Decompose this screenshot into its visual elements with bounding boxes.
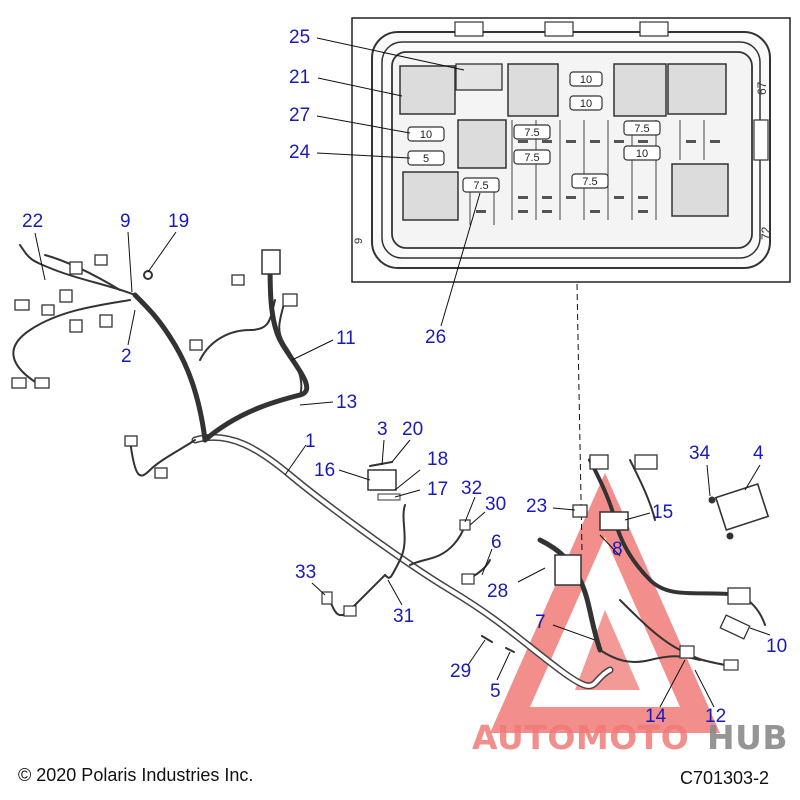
callout-24: 24 <box>289 142 311 163</box>
callout-27: 27 <box>289 105 311 126</box>
fuse-label: 7.5 <box>582 176 597 188</box>
diagram-code: C701303-2 <box>680 768 770 788</box>
fuse-label: 7.5 <box>473 180 488 192</box>
callout-30: 30 <box>485 494 507 515</box>
callout-12: 12 <box>705 706 727 727</box>
fuse-7-5-a <box>513 124 551 140</box>
callout-19: 19 <box>168 211 190 232</box>
callout-26: 26 <box>425 327 447 348</box>
fuse-7-5-b <box>513 149 551 165</box>
callout-13: 13 <box>336 392 358 413</box>
callout-16: 16 <box>314 460 336 481</box>
callout-32: 32 <box>461 478 483 499</box>
fuse-label: 10 <box>580 98 592 110</box>
fuse-7-5-c <box>623 120 661 136</box>
fuse-7-5-26 <box>462 177 500 193</box>
fuse-label: 10 <box>636 148 648 160</box>
fuse-box-inset: 10 10 7.5 7.5 7.5 10 10 5 7.5 7.5 67 72 … <box>351 17 791 283</box>
callout-20: 20 <box>402 419 424 440</box>
fuse-label: 5 <box>423 153 429 165</box>
callout-9: 9 <box>120 211 131 232</box>
fuse-group <box>407 71 661 193</box>
fuse-label: 10 <box>420 129 432 141</box>
copyright-text: © 2020 Polaris Industries Inc. <box>18 765 254 785</box>
wire-harness <box>11 244 770 690</box>
callout-22: 22 <box>22 211 44 232</box>
fuse-label: 7.5 <box>524 127 539 139</box>
fuse-label: 7.5 <box>634 123 649 135</box>
callout-10: 10 <box>766 636 788 657</box>
fuse-10-upper <box>569 71 603 87</box>
callout-21: 21 <box>289 67 311 88</box>
side-number-72: 72 <box>759 226 773 240</box>
callout-1: 1 <box>305 431 316 452</box>
callout-3: 3 <box>377 419 388 440</box>
callout-14: 14 <box>645 706 667 727</box>
fuse-7-5-e <box>571 173 609 189</box>
callout-18: 18 <box>427 449 449 470</box>
fuse-label: 10 <box>580 74 592 86</box>
fuse-10-lower <box>569 95 603 111</box>
callout-2: 2 <box>121 346 132 367</box>
watermark-logo <box>490 472 720 733</box>
callout-28: 28 <box>487 581 509 602</box>
fuse-10-27 <box>407 126 445 142</box>
side-number-9: 9 <box>353 238 365 244</box>
side-number-67: 67 <box>755 81 769 95</box>
callout-17: 17 <box>427 479 449 500</box>
callout-25: 25 <box>289 27 311 48</box>
callout-5: 5 <box>490 681 501 702</box>
callout-11: 11 <box>336 328 356 349</box>
callout-15: 15 <box>652 502 674 523</box>
callout-8: 8 <box>612 539 623 560</box>
fuse-label: 7.5 <box>524 152 539 164</box>
callout-6: 6 <box>491 532 502 553</box>
callout-23: 23 <box>526 496 548 517</box>
fuse-10-d <box>623 145 661 161</box>
callout-33: 33 <box>295 562 317 583</box>
callout-31: 31 <box>393 606 415 627</box>
callout-34: 34 <box>689 443 711 464</box>
callout-leaders <box>34 231 771 708</box>
callout-4: 4 <box>753 443 764 464</box>
callout-29: 29 <box>450 661 472 682</box>
callout-7: 7 <box>535 612 546 633</box>
